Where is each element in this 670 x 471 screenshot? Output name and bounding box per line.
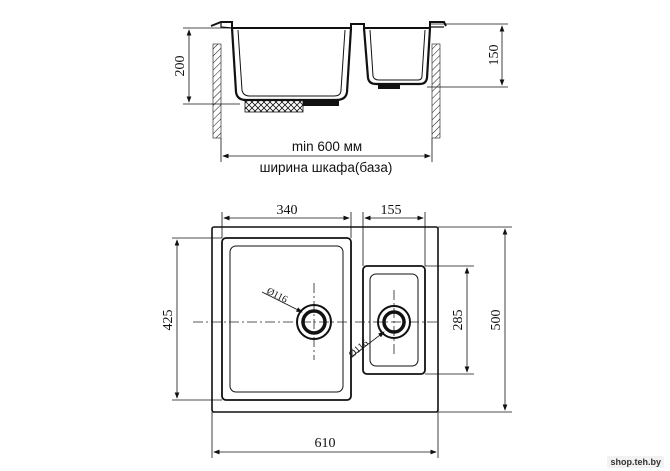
main-drain-diameter: Ø116 [265,286,289,306]
main-bowl-inner [229,245,344,393]
main-bowl-height-label: 425 [161,310,176,331]
main-bowl-profile [230,27,353,102]
sink-outline [211,226,439,413]
small-bowl-height-label: 285 [451,310,466,331]
total-width-label: 610 [315,436,336,451]
small-bowl-outer [362,265,426,375]
sink-rim-profile [210,21,447,29]
small-bowl-width-label: 155 [381,203,402,218]
total-height-label: 500 [489,310,504,331]
min-width-note: min 600 мм [292,139,362,154]
small-drain [377,305,411,339]
small-bowl-profile [362,27,432,86]
small-bowl-inner [369,273,419,367]
depth-small-label: 150 [487,45,502,66]
drain-hatch [244,99,304,113]
top-plan-view: Ø116 Ø116 340 155 425 285 500 610 [161,203,512,458]
site-watermark: shop.teh.by [607,456,664,468]
cabinet-wall-right [431,43,441,139]
cabinet-width-note: ширина шкафа(база) [260,160,393,175]
main-bowl-outer [221,237,352,401]
main-drain [296,304,332,340]
depth-main-label: 200 [173,56,188,77]
main-bowl-width-label: 340 [277,203,298,218]
side-section-view: 200 150 min 600 мм ширина шкафа(база) [173,21,508,175]
cabinet-wall-left [212,43,222,139]
